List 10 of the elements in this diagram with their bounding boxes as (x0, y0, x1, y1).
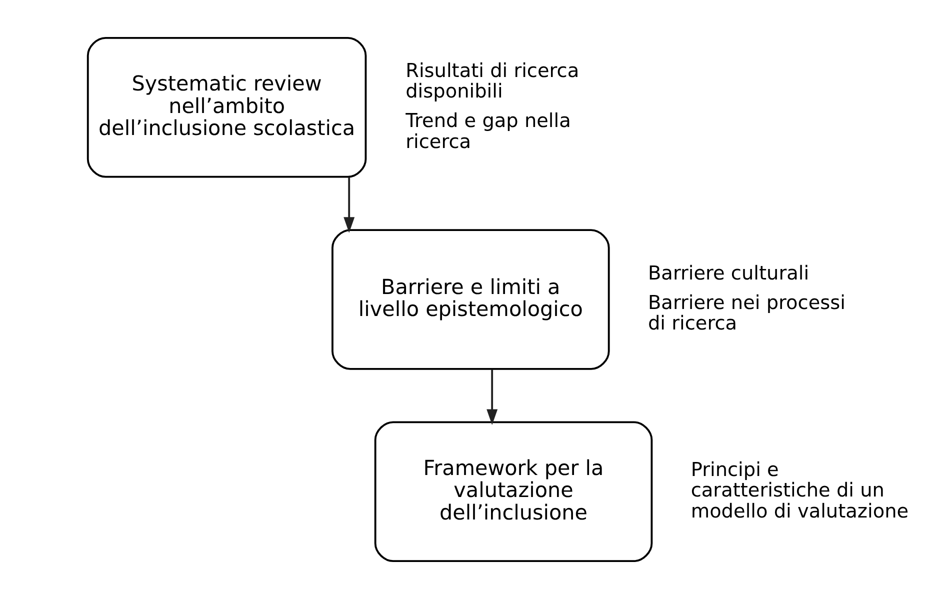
node-label: Risultati di ricerca disponibili (406, 58, 580, 103)
node-label: Trend e gap nella ricerca (406, 109, 571, 153)
node-box: Framework per la valutazione dell’inclusione (374, 421, 653, 562)
node-label: Principi e caratteristiche di un modello di valutazione (690, 458, 909, 522)
node-box: Barriere e limiti a livello epistemologico (332, 229, 610, 370)
node-label: Barriere nei processi di ricerca (648, 290, 846, 335)
node-box: Systematic review nell’ambito dell’inclusione scolastica (86, 36, 367, 178)
node-label: Barriere culturali (648, 261, 810, 284)
arrow (344, 177, 355, 233)
arrow (486, 369, 498, 425)
